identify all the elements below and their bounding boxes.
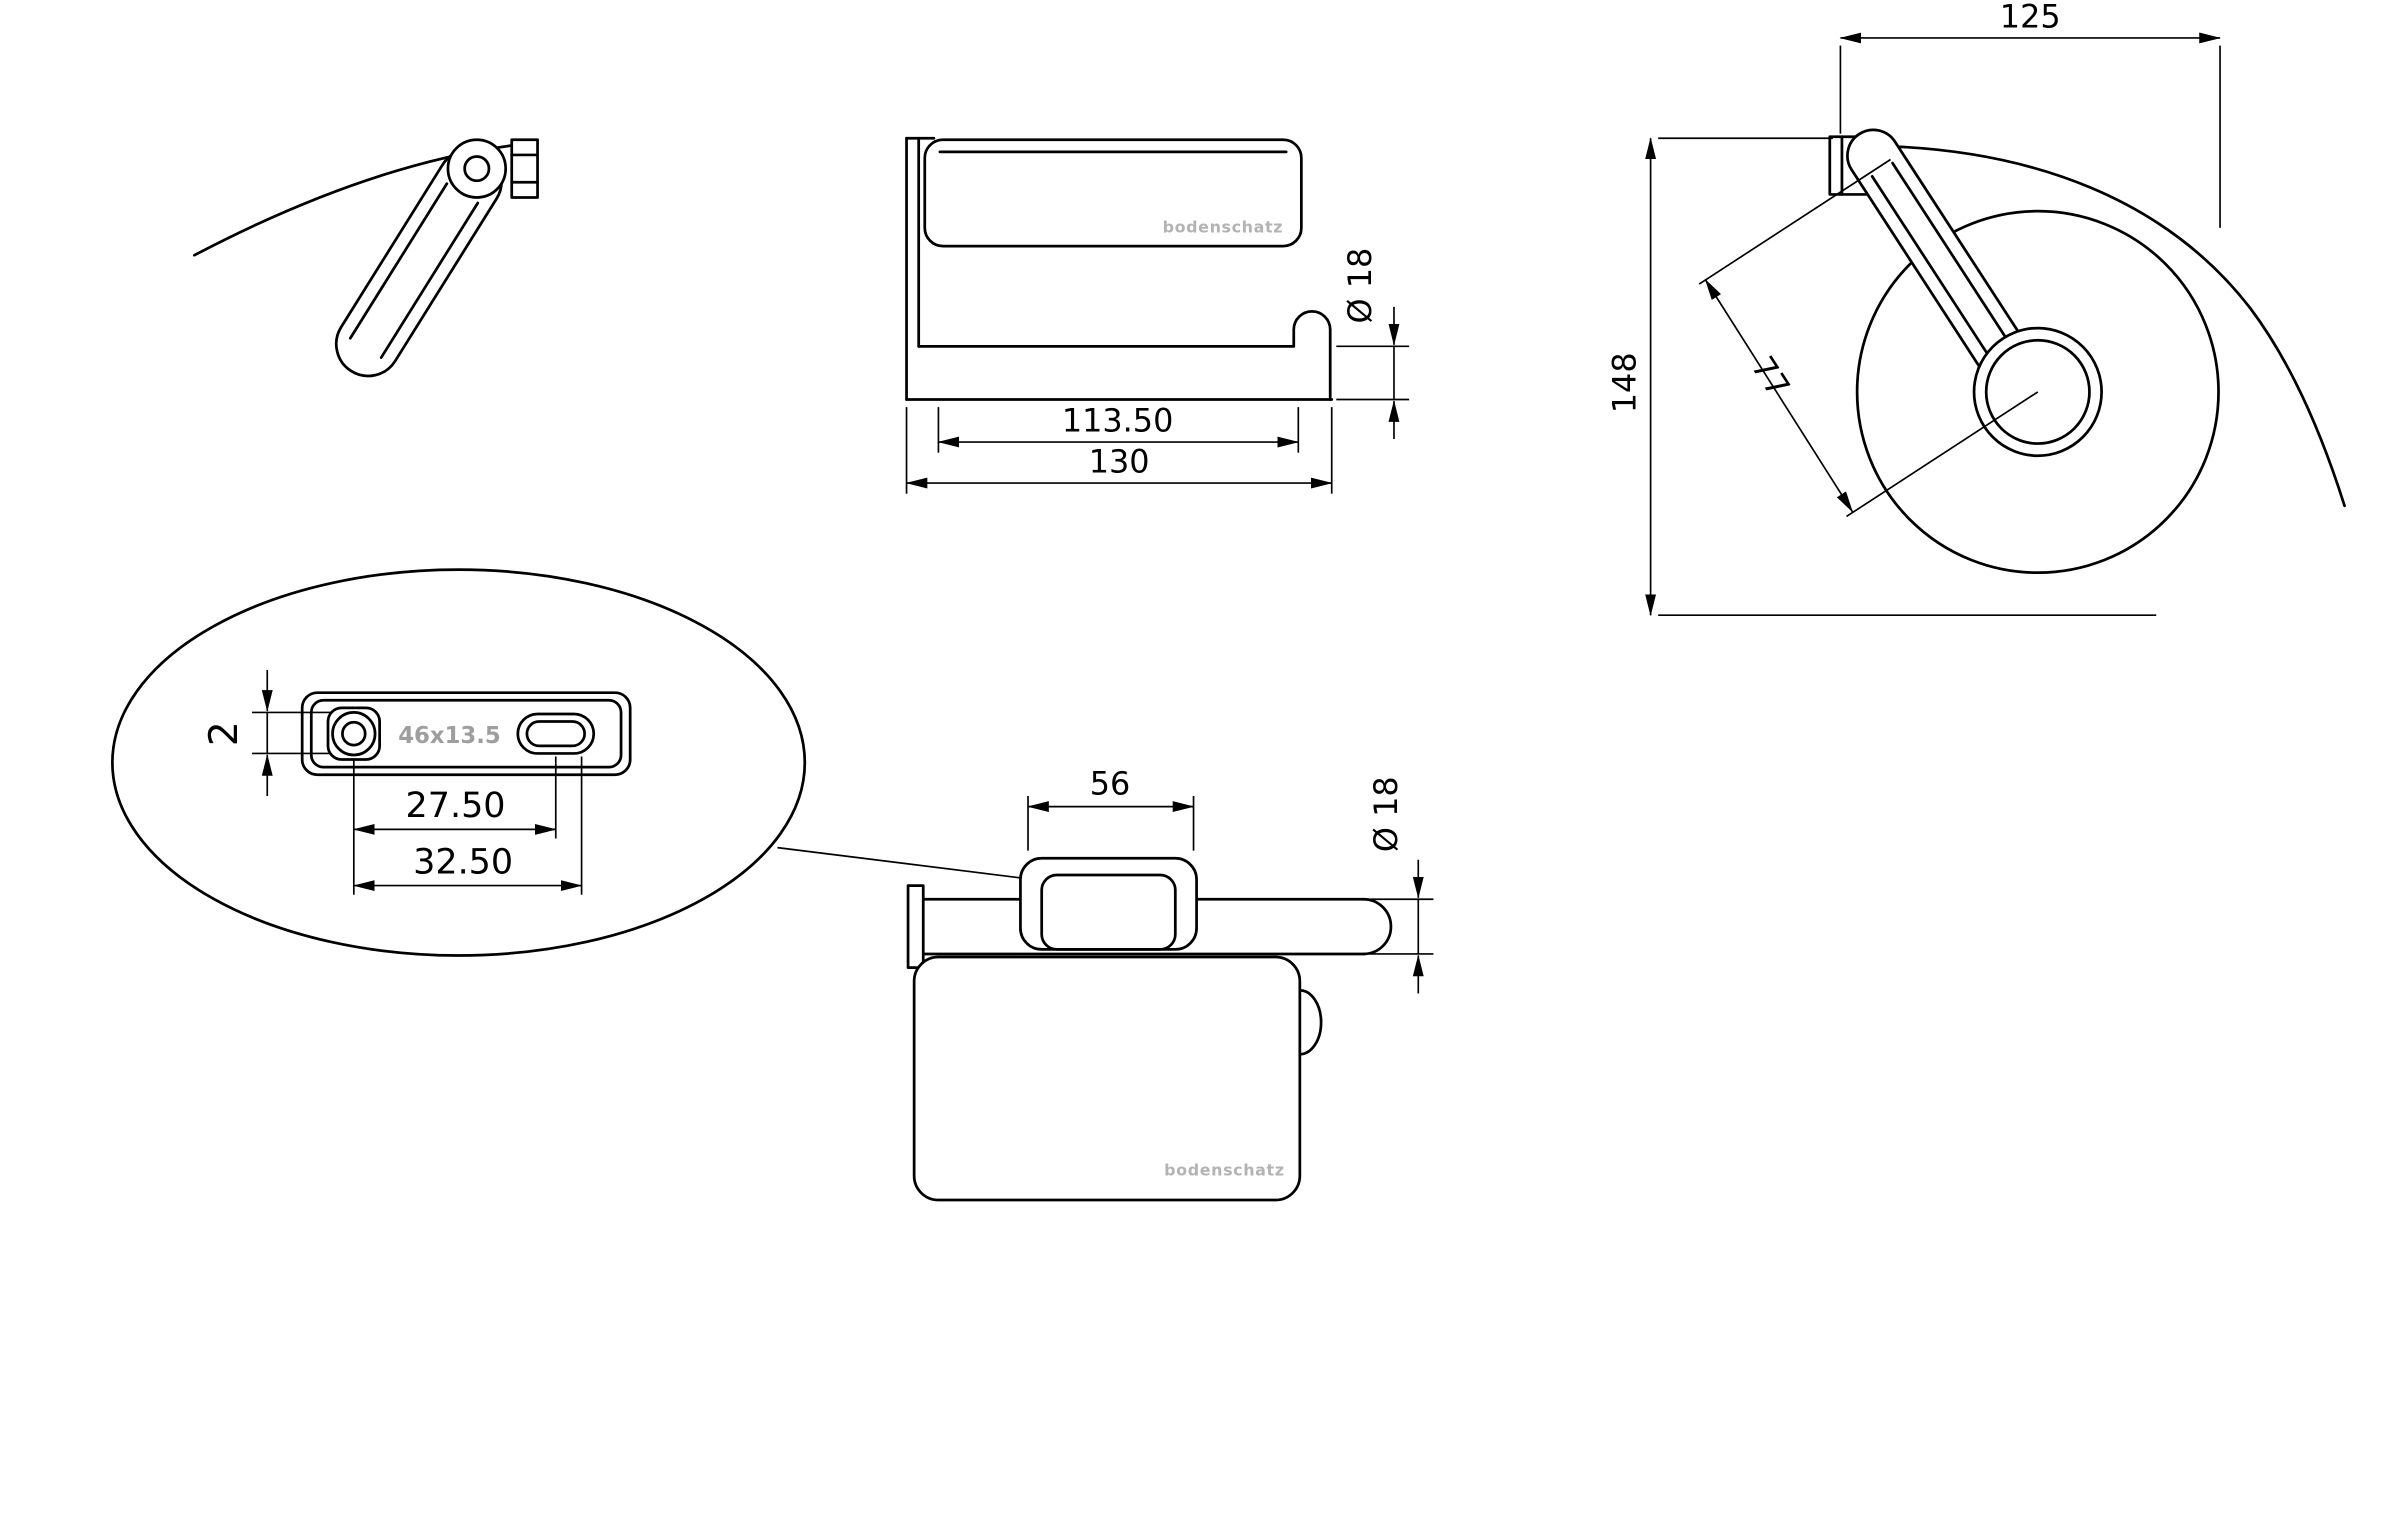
mounting-block bbox=[1019, 856, 1198, 951]
paper-roll bbox=[1855, 209, 2220, 575]
dim-side-height: 148 bbox=[1605, 352, 1643, 413]
roll-side-view: 125 148 77 bbox=[1605, 0, 2346, 617]
brand-logo: bodenschatz bbox=[1164, 1161, 1285, 1180]
dim-side-arm-length: 77 bbox=[1744, 349, 1798, 404]
top-view: bodenschatz 56 Ø 18 bbox=[906, 764, 1434, 1202]
holder-arm bbox=[1846, 128, 2045, 405]
pivot bbox=[446, 138, 508, 199]
dim-top-rod-diameter: Ø 18 bbox=[1367, 776, 1405, 852]
cover-flap bbox=[923, 138, 1303, 248]
wall-plate-edge bbox=[906, 884, 925, 969]
side-profile-view bbox=[193, 138, 539, 378]
slot-hole bbox=[516, 712, 596, 755]
roll-hook bbox=[1292, 310, 1332, 401]
dim-hole-spacing: 27.50 bbox=[406, 786, 506, 826]
dim-plate-thickness: 2 bbox=[201, 721, 247, 746]
dim-front-rod-diameter: Ø 18 bbox=[1341, 248, 1379, 324]
hook-bump bbox=[1298, 989, 1323, 1056]
rod-end-cap bbox=[1362, 897, 1393, 956]
screw-hole bbox=[331, 711, 377, 757]
dim-overall-spacing: 32.50 bbox=[413, 842, 513, 882]
brand-logo: bodenschatz bbox=[1163, 217, 1284, 236]
cover-lid bbox=[912, 955, 1302, 1202]
wall-clip bbox=[510, 138, 539, 199]
dim-front-overall-width: 130 bbox=[1089, 442, 1150, 480]
plate-slot-size-label: 46x13.5 bbox=[398, 723, 501, 749]
mounting-plate-detail-view: 46x13.5 2 27.50 32.50 bbox=[111, 568, 1120, 957]
dim-front-inner-width: 113.50 bbox=[1062, 401, 1174, 439]
front-view: bodenschatz 113.50 130 Ø 18 bbox=[905, 136, 1410, 494]
spring-curve bbox=[1866, 144, 2346, 508]
dim-side-depth: 125 bbox=[2000, 0, 2061, 35]
detail-bubble bbox=[111, 568, 807, 957]
dim-top-block-width: 56 bbox=[1090, 764, 1131, 802]
